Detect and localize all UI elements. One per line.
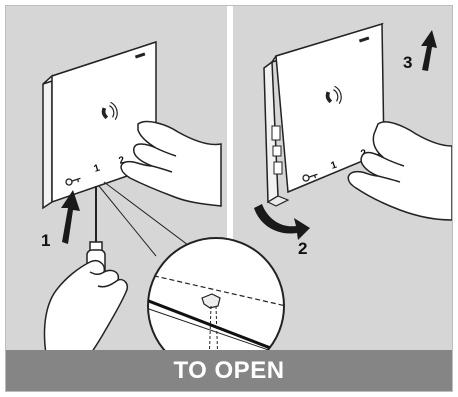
magnifier-line-1 (99, 186, 156, 256)
step-2-label: 2 (298, 239, 307, 258)
step-1-label: 1 (41, 231, 50, 250)
banner-title: TO OPEN (6, 350, 452, 391)
instruction-illustration: 1 2 1 (5, 5, 453, 392)
step-3-label: 3 (403, 53, 412, 72)
arrow-step-3 (421, 30, 437, 71)
arrow-step-2 (254, 204, 310, 240)
hand-holding-screwdriver (45, 261, 128, 354)
illustration-svg: 1 2 1 (6, 6, 453, 392)
